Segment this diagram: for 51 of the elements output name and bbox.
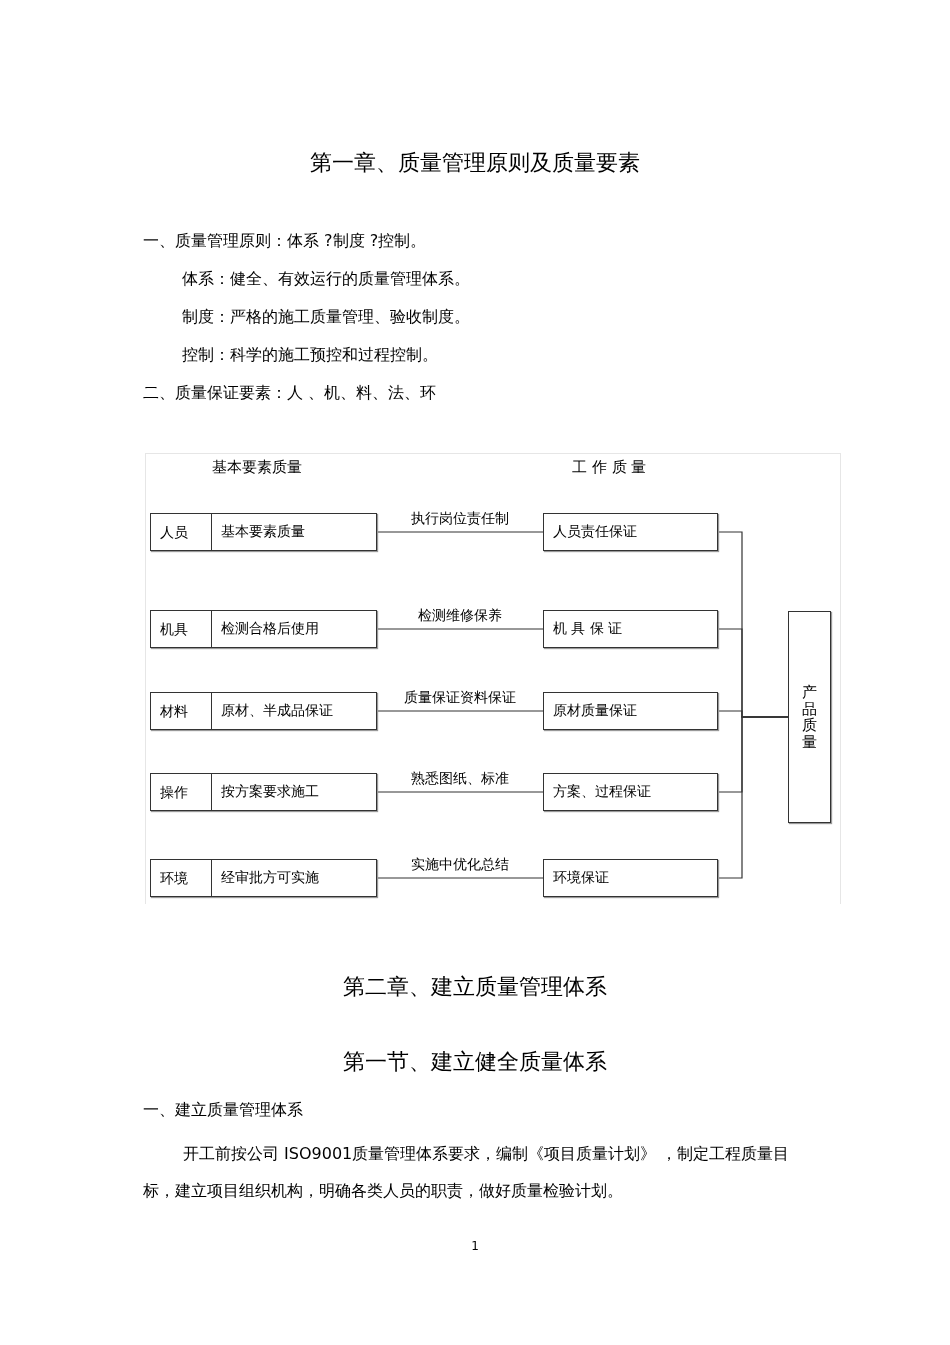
body-text: 制度：严格的施工质量管理、验收制度。 — [182, 306, 471, 328]
section-heading: 一、质量管理原则：体系 ?制度 ?控制。 — [143, 230, 428, 252]
edge-label: 检测维修保养 — [417, 606, 503, 625]
body-paragraph: 开工前按公司 ISO9001质量管理体系要求，编制《项目质量计划》 ，制定工程质量目标，建立项目组织机构，明确各类人员的职责，做好质量检验计划。 — [143, 1143, 791, 1202]
column-heading: 基本要素质量 — [212, 457, 303, 478]
box-text: 基本要素质量 — [220, 522, 306, 541]
connector-line — [376, 710, 544, 712]
category-text: 材料 — [151, 693, 212, 729]
category-text: 环境 — [151, 860, 212, 896]
category-text: 机具 — [151, 611, 212, 647]
edge-label: 实施中优化总结 — [410, 855, 510, 874]
box-text: 原材质量保证 — [552, 701, 638, 720]
body-text: 控制：科学的施工预控和过程控制。 — [182, 344, 439, 366]
edge-label: 执行岗位责任制 — [410, 509, 510, 528]
process-box — [543, 773, 718, 811]
connector-line — [376, 791, 544, 793]
box-text: 检测合格后使用 — [220, 619, 320, 638]
split-box — [150, 859, 377, 897]
process-box — [543, 610, 718, 648]
connector-line — [717, 716, 789, 879]
column-heading: 工 作 质 量 — [572, 457, 648, 478]
process-box — [543, 513, 718, 551]
category-text: 人员 — [151, 514, 212, 550]
body-text: 体系：健全、有效运行的质量管理体系。 — [182, 268, 471, 290]
box-text: 原材、半成品保证 — [220, 701, 334, 720]
box-text: 人员责任保证 — [552, 522, 638, 541]
process-box — [543, 859, 718, 897]
box-text: 方案、过程保证 — [552, 782, 652, 801]
section-title: 第一节、建立健全质量体系 — [342, 1048, 608, 1076]
connector-line — [376, 628, 544, 630]
page-title: 第一章、质量管理原则及质量要素 — [309, 149, 641, 177]
section-heading: 二、质量保证要素：人 、机、料、法、环 — [143, 382, 438, 404]
edge-label: 熟悉图纸、标准 — [410, 769, 510, 788]
box-text: 产品质量 — [802, 684, 817, 750]
section-heading: 一、建立质量管理体系 — [143, 1099, 304, 1121]
split-box — [150, 610, 377, 648]
edge-label: 质量保证资料保证 — [403, 688, 517, 707]
box-text: 环境保证 — [552, 868, 610, 887]
page-number: 1 — [470, 1238, 480, 1255]
category-text: 操作 — [151, 774, 212, 810]
chapter-heading: 第二章、建立质量管理体系 — [342, 973, 608, 1001]
split-box — [150, 773, 377, 811]
box-text: 经审批方可实施 — [220, 868, 320, 887]
connector-line — [376, 531, 544, 533]
split-box — [150, 513, 377, 551]
box-text: 机 具 保 证 — [552, 619, 624, 638]
process-box — [543, 692, 718, 730]
vertical-box — [788, 611, 831, 823]
split-box — [150, 692, 377, 730]
box-text: 按方案要求施工 — [220, 782, 320, 801]
connector-line — [376, 877, 544, 879]
